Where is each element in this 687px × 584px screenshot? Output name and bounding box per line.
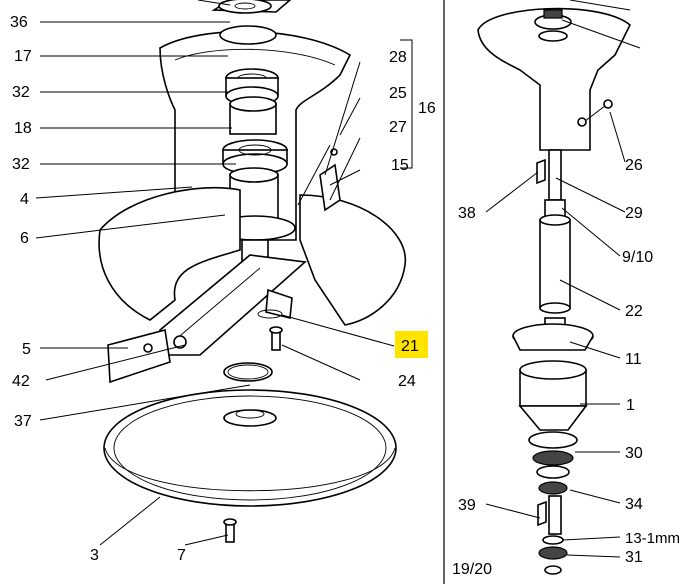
group-bracket-16 <box>400 39 413 169</box>
right-assembly-drawing <box>477 7 631 575</box>
label-32-upper: 32 <box>12 84 30 101</box>
label-37: 37 <box>14 413 32 430</box>
label-39: 39 <box>458 497 476 514</box>
label-5: 5 <box>22 341 31 358</box>
label-15: 15 <box>391 157 409 174</box>
label-18: 18 <box>14 120 32 137</box>
label-25: 25 <box>389 85 407 102</box>
label-9-10: 9/10 <box>622 249 653 266</box>
label-36: 36 <box>10 14 28 31</box>
label-38: 38 <box>458 205 476 222</box>
highlight-21 <box>395 331 428 358</box>
right-leader-lines <box>485 0 641 558</box>
label-3: 3 <box>90 547 99 564</box>
label-30: 30 <box>625 445 643 462</box>
label-4: 4 <box>20 191 29 208</box>
label-13-1mm: 13-1mm <box>625 530 680 547</box>
label-22: 22 <box>625 303 643 320</box>
label-11: 11 <box>625 351 642 368</box>
label-17: 17 <box>14 48 32 65</box>
label-26: 26 <box>625 157 643 174</box>
label-29: 29 <box>625 205 643 222</box>
label-16: 16 <box>418 100 436 117</box>
label-34: 34 <box>625 496 643 513</box>
label-6: 6 <box>20 230 29 247</box>
label-21: 21 <box>401 338 419 355</box>
label-28: 28 <box>389 49 407 66</box>
left-leader-lines <box>35 0 395 546</box>
label-32-lower: 32 <box>12 156 30 173</box>
label-42: 42 <box>12 373 30 390</box>
label-1: 1 <box>626 397 635 414</box>
label-27: 27 <box>389 119 407 136</box>
label-19-20: 19/20 <box>452 561 492 578</box>
label-24: 24 <box>398 373 416 390</box>
left-assembly-drawing <box>98 0 406 543</box>
label-31: 31 <box>625 549 643 566</box>
label-7: 7 <box>177 547 186 564</box>
